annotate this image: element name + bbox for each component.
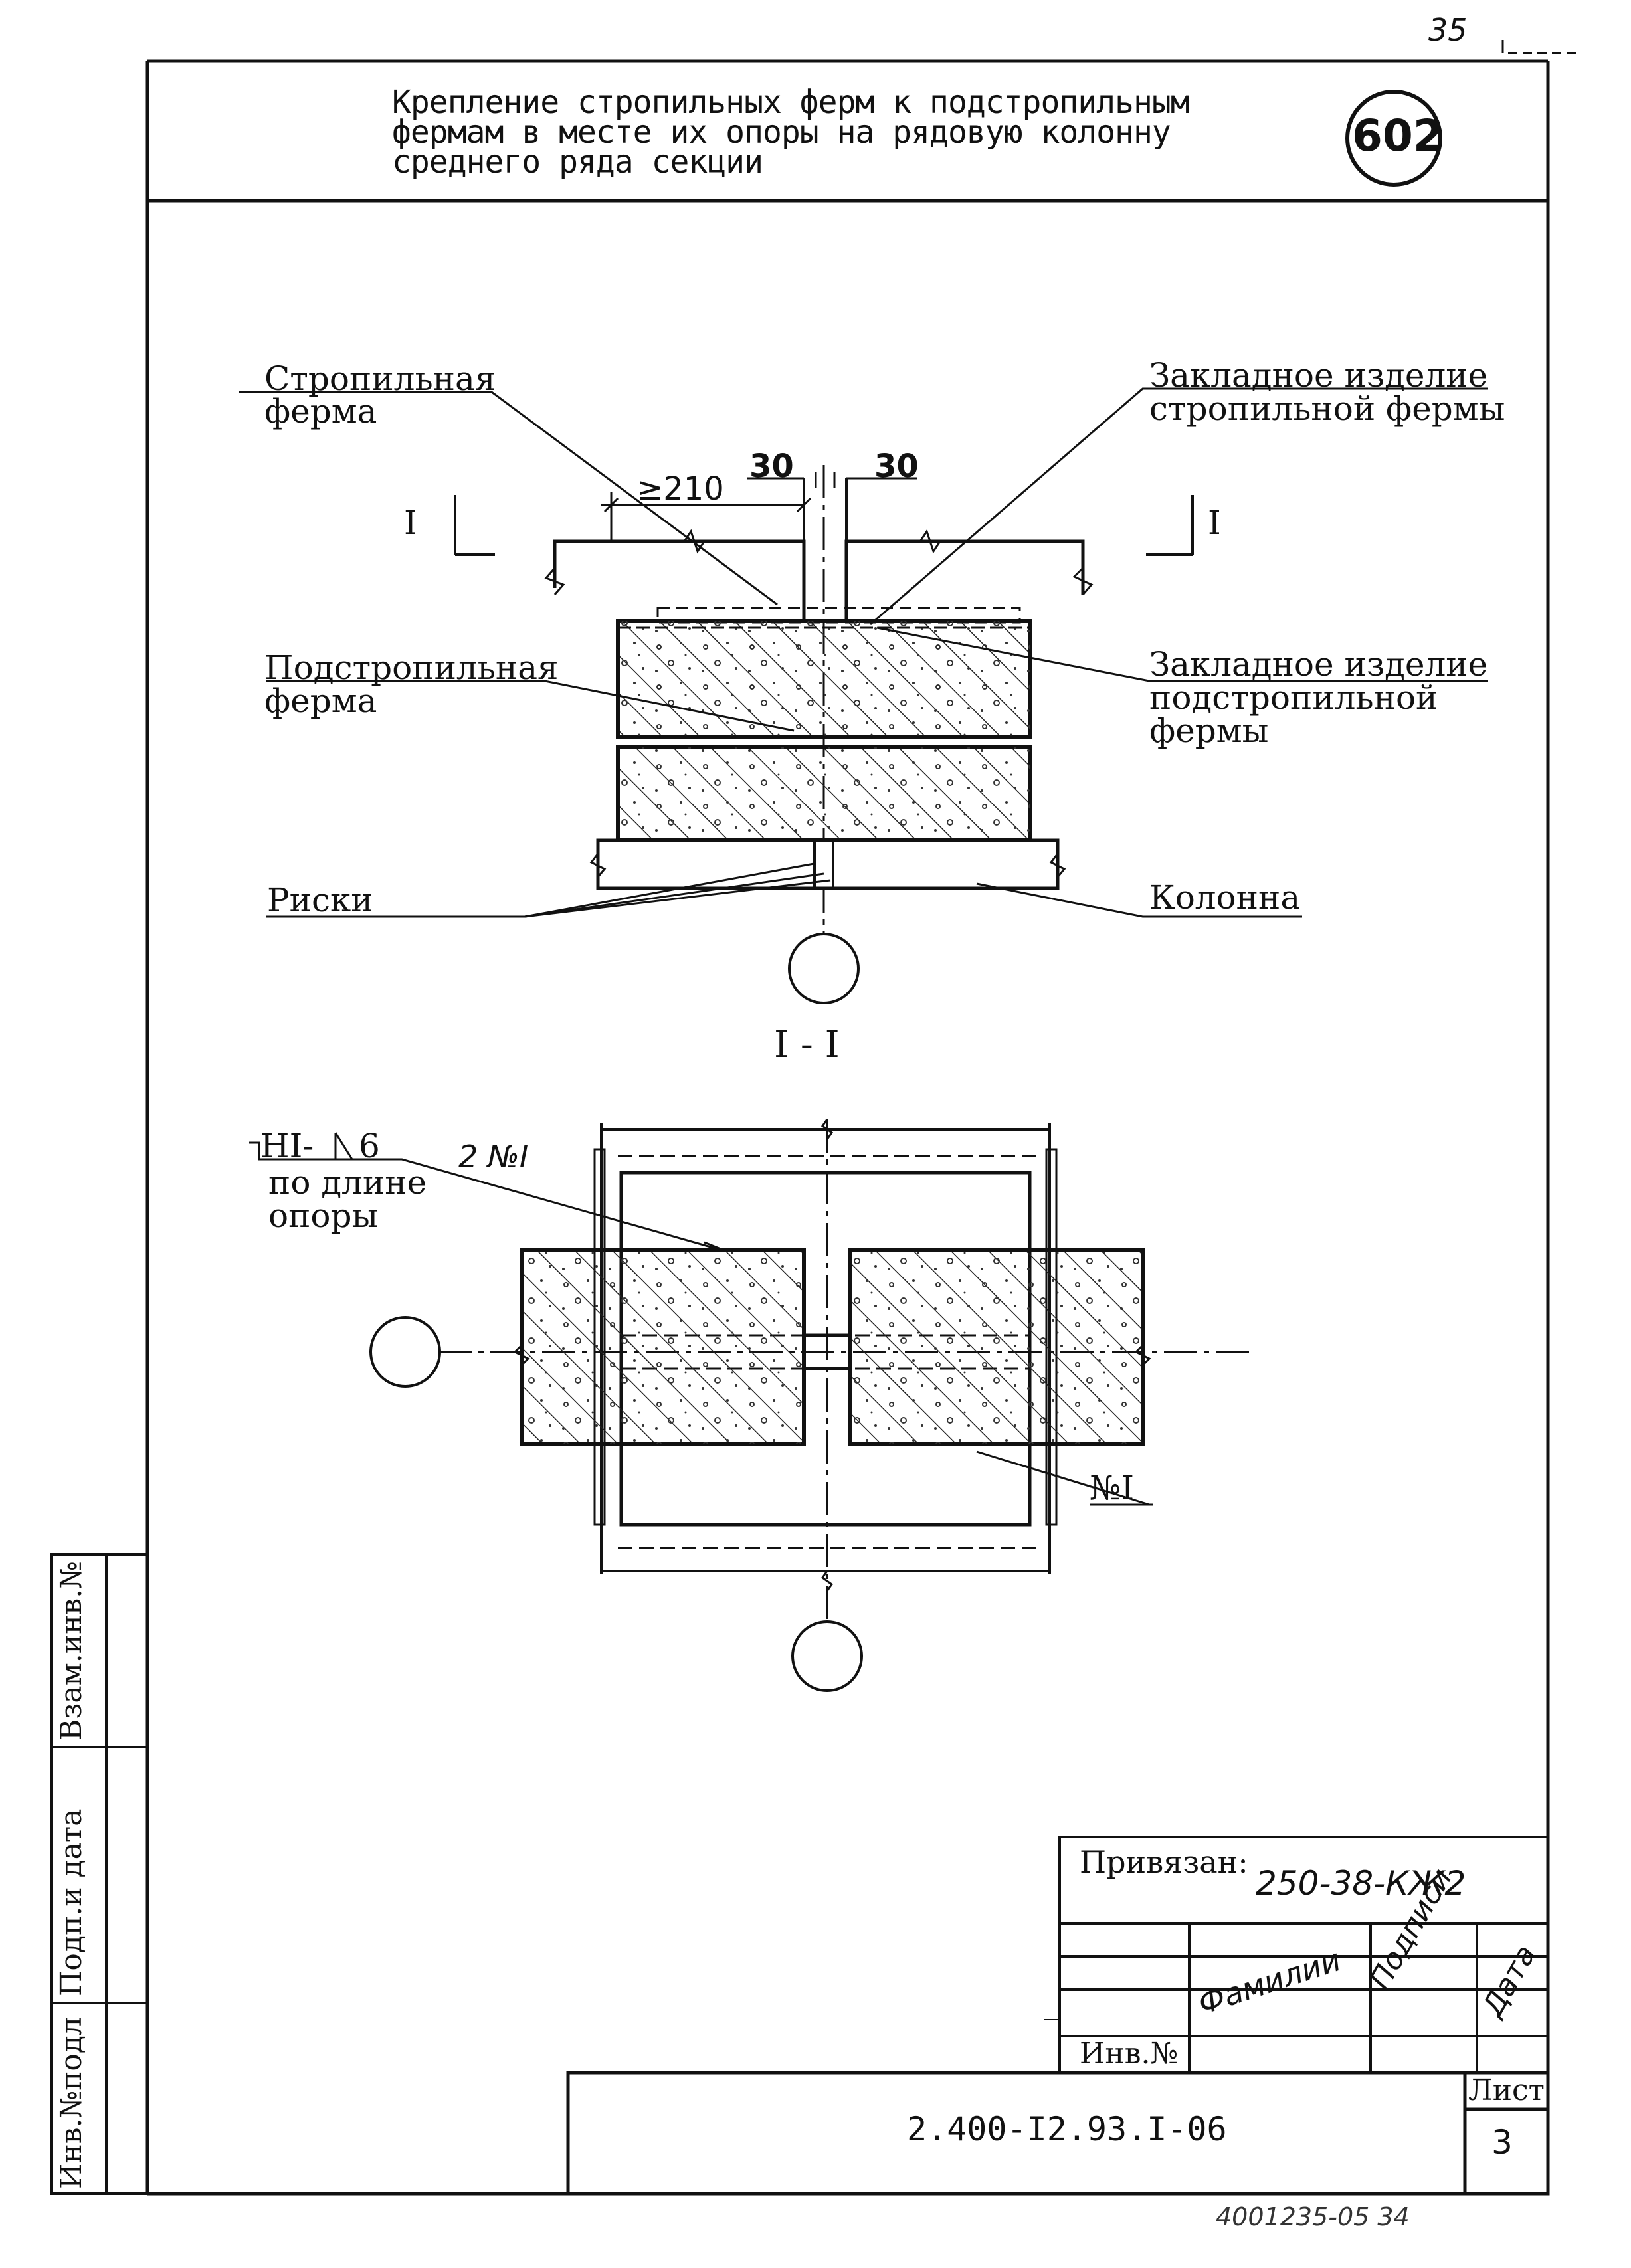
title-line-3: среднего ряда секции: [392, 143, 763, 181]
dim-min-length: ≥210: [636, 470, 724, 508]
callout-embed-sub-1: Закладное изделие: [1149, 645, 1488, 684]
section-plan: [249, 1119, 1249, 1692]
dim-right-gap: 30: [874, 448, 919, 485]
callout-marks: Риски: [267, 881, 373, 919]
sheet-number: 3: [1491, 2123, 1513, 2162]
page-number: 35: [1428, 12, 1468, 48]
side-stamp: [50, 1553, 149, 2195]
callout-embed-sub-2: подстропильной: [1149, 678, 1438, 717]
page-corner-mark: [1501, 40, 1581, 54]
binding-label: Привязан:: [1080, 1844, 1248, 1880]
title-line-1: Крепление стропильных ферм к подстропиль…: [392, 84, 1190, 121]
dim-left-gap: 30: [749, 448, 794, 485]
side-stamp-sign-date: Подп.и дата: [54, 1808, 88, 1996]
weld-symbol: НI-: [260, 1127, 314, 1165]
section-marker-right: I: [1208, 504, 1221, 542]
badge-circle: [1345, 90, 1442, 187]
side-stamp-inv-podl: Инв.№подл: [54, 2017, 88, 2189]
weld-qty-mark: 2 №I: [458, 1139, 529, 1175]
weld-bottom-mark: №I: [1090, 1469, 1135, 1507]
footer-mark: 4001235-05 34: [1216, 2202, 1410, 2231]
callout-embed-truss-1: Закладное изделие: [1149, 356, 1488, 395]
weld-leg: 6: [359, 1127, 380, 1165]
binding-inv: Инв.№: [1080, 2037, 1179, 2071]
callout-sub-truss-1: Подстропильная: [264, 648, 559, 687]
section-marker-left: I: [404, 504, 417, 542]
elevation-view: [239, 387, 1488, 1004]
binding-code: 250-38-КЖ2: [1256, 1864, 1466, 1903]
callout-sub-truss-2: ферма: [264, 682, 377, 720]
callout-embed-sub-3: фермы: [1149, 711, 1269, 750]
callout-embed-truss-2: стропильной фермы: [1149, 389, 1505, 428]
weld-note-2: опоры: [268, 1196, 379, 1235]
sheet-label: Лист: [1468, 2073, 1545, 2107]
weld-note-1: по длине: [268, 1163, 427, 1202]
section-title: I - I: [774, 1023, 840, 1066]
doc-code: 2.400-I2.93.I-06: [907, 2110, 1227, 2148]
side-stamp-replace-inv: Взам.инв.№: [54, 1561, 88, 1741]
callout-column: Колонна: [1149, 878, 1301, 917]
callout-truss-2: ферма: [264, 392, 377, 430]
title-block: [566, 2071, 1550, 2196]
title-line-2: фермам в месте их опоры на рядовую колон…: [392, 114, 1171, 151]
badge-number: 602: [1352, 110, 1444, 161]
callout-truss-1: Стропильная: [264, 359, 496, 398]
